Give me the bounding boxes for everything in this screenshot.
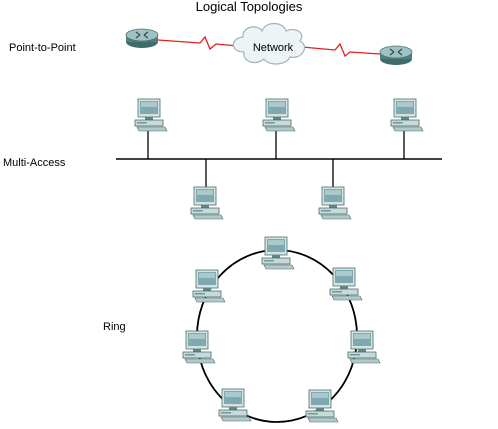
cloud-icon bbox=[232, 22, 305, 65]
workstation-icon bbox=[318, 186, 352, 220]
multi-access-label: Multi-Access bbox=[3, 157, 66, 169]
workstation-icon bbox=[262, 98, 296, 132]
workstation-icon bbox=[390, 98, 424, 132]
router-icon bbox=[379, 45, 413, 66]
workstation-icon bbox=[261, 236, 295, 270]
ring-label: Ring bbox=[103, 321, 126, 333]
cloud-label: Network bbox=[253, 42, 294, 54]
wan-link-right bbox=[301, 42, 381, 58]
workstation-icon bbox=[134, 98, 168, 132]
workstation-icon bbox=[347, 330, 381, 364]
diagram-title: Logical Topologies bbox=[195, 0, 303, 14]
point-to-point-label: Point-to-Point bbox=[9, 42, 76, 54]
workstation-icon bbox=[329, 267, 363, 301]
workstation-icon bbox=[182, 330, 216, 364]
wan-link-left bbox=[157, 35, 239, 51]
workstation-icon bbox=[190, 186, 224, 220]
workstation-icon bbox=[305, 389, 339, 423]
router-icon bbox=[125, 28, 159, 49]
workstation-icon bbox=[218, 388, 252, 422]
